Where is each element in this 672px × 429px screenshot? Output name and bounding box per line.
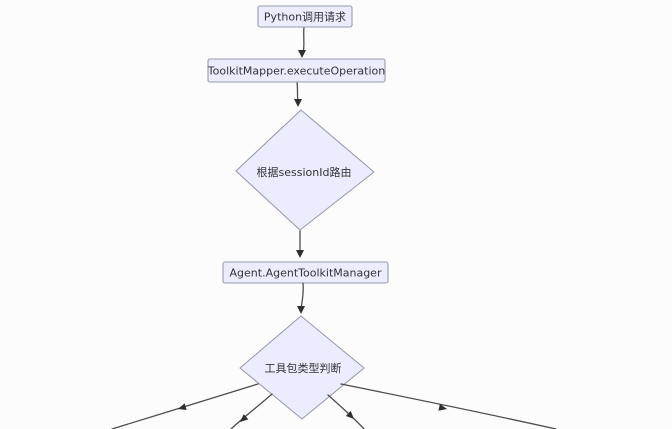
arrowhead-left-down-icon — [178, 403, 187, 411]
edge-python-call-to-execute-operation — [302, 26, 305, 54]
node-execute-operation-label: ToolkitMapper.executeOperation — [207, 65, 385, 78]
edge-toolkit-type-decision-branch-left-outer — [111, 383, 259, 429]
node-python-call-shape — [257, 5, 353, 28]
node-toolkit-type-decision: 工具包类型判断 — [239, 315, 365, 420]
node-session-routing-label: 根据sessionId路由 — [257, 165, 352, 179]
arrowhead-down-icon — [297, 306, 305, 314]
edge-agent-toolkit-manager-to-toolkit-type-decision — [300, 282, 304, 310]
node-execute-operation-shape — [207, 58, 386, 83]
node-toolkit-type-decision-label: 工具包类型判断 — [265, 361, 342, 375]
node-execute-operation: ToolkitMapper.executeOperation — [207, 58, 386, 83]
node-session-routing-shape — [235, 109, 375, 231]
arrowhead-down-icon — [294, 99, 302, 107]
node-python-call-label: Python调用请求 — [264, 11, 346, 24]
arrowhead-left-down-icon — [240, 414, 249, 422]
node-toolkit-type-decision-shape — [239, 315, 365, 420]
edge-execute-operation-to-session-routing — [296, 81, 299, 102]
node-python-call: Python调用请求 — [257, 5, 353, 28]
node-session-routing: 根据sessionId路由 — [235, 109, 375, 231]
arrowhead-right-down-icon — [438, 403, 447, 411]
edge-toolkit-type-decision-branch-right-inner — [327, 394, 365, 429]
edge-toolkit-type-decision-branch-left-inner — [230, 393, 273, 429]
arrowhead-down-icon — [296, 250, 304, 258]
node-agent-toolkit-manager-shape — [222, 261, 389, 284]
arrowhead-down-icon — [298, 50, 306, 58]
node-agent-toolkit-manager: Agent.AgentToolkitManager — [222, 261, 389, 284]
node-agent-toolkit-manager-label: Agent.AgentToolkitManager — [230, 267, 382, 280]
arrowhead-right-down-icon — [345, 410, 354, 419]
edge-toolkit-type-decision-branch-right-outer — [340, 383, 557, 429]
